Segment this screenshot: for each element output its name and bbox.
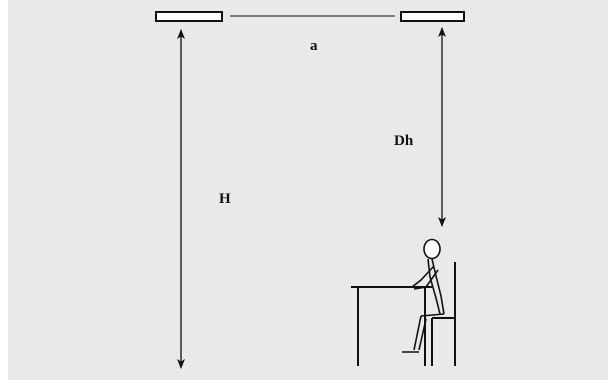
label-h: H bbox=[219, 191, 231, 207]
label-a: a bbox=[310, 38, 318, 54]
seated-person bbox=[402, 238, 445, 353]
luminaire-right bbox=[400, 11, 465, 22]
luminaire-left bbox=[155, 11, 223, 22]
diagram-background bbox=[8, 0, 608, 380]
label-dh: Dh bbox=[394, 133, 414, 149]
desk bbox=[351, 286, 432, 366]
chair bbox=[431, 262, 456, 366]
